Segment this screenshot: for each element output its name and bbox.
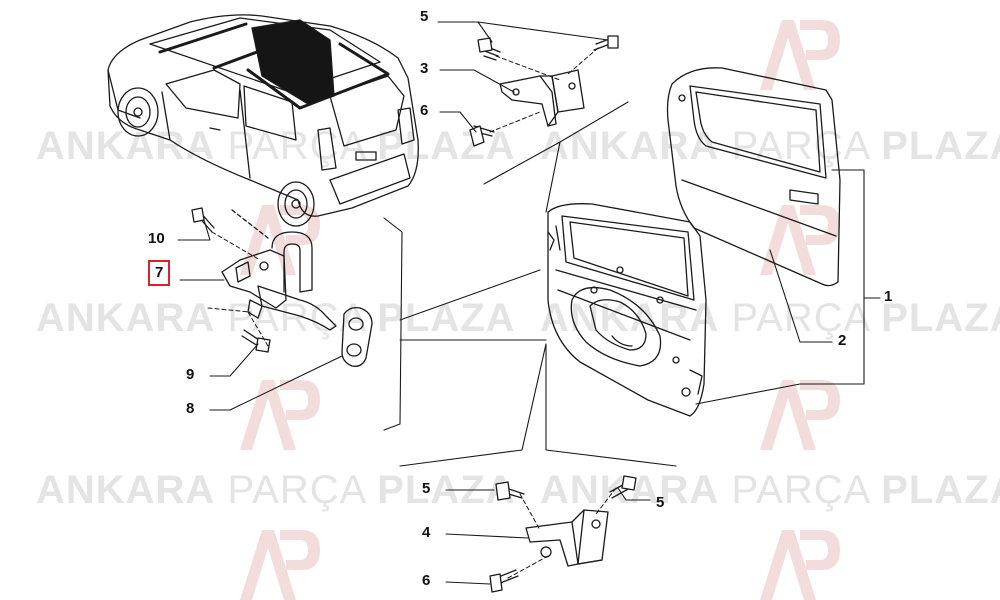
watermark-text: ANKARA PARÇA PLAZA [540,296,1000,340]
bolt-icon [489,475,637,593]
ap-logo-mark [760,205,840,275]
leader-lines [177,21,881,585]
callout-4: 4 [422,524,431,541]
assembly-lines [207,47,617,579]
bolt-icon [191,207,271,353]
door-check-strap [221,231,337,331]
callout-10: 10 [148,230,165,247]
callout-5: 5 [420,8,429,25]
lower-hinge-bracket [525,509,609,567]
callout-9: 9 [186,366,195,383]
callout-2: 2 [838,332,847,349]
callout-1: 1 [884,288,893,305]
door-outer-panel [666,67,841,287]
callout-3: 3 [420,60,429,77]
upper-hinge-bracket [499,69,585,127]
car-illustration [107,14,419,239]
ap-logo-mark [760,380,840,450]
ap-logo-mark [760,530,840,600]
check-strap-gasket [341,306,373,367]
callout-5: 5 [422,480,431,497]
watermark-text: ANKARA PARÇA PLAZA [540,468,1000,512]
watermark-text: ANKARA PARÇA PLAZA [540,124,1000,168]
callout-6: 6 [420,102,429,119]
view-guide-lines [383,101,677,467]
bolt-icon [469,35,619,147]
ap-logo-mark [240,380,320,450]
callout-5: 5 [656,494,665,511]
ap-logo-mark [240,530,320,600]
callout-6: 6 [422,572,431,589]
callout-8: 8 [186,400,195,417]
door-inner-frame [547,203,707,417]
callout-7-highlighted: 7 [148,260,171,286]
ap-logo-mark [760,20,840,90]
